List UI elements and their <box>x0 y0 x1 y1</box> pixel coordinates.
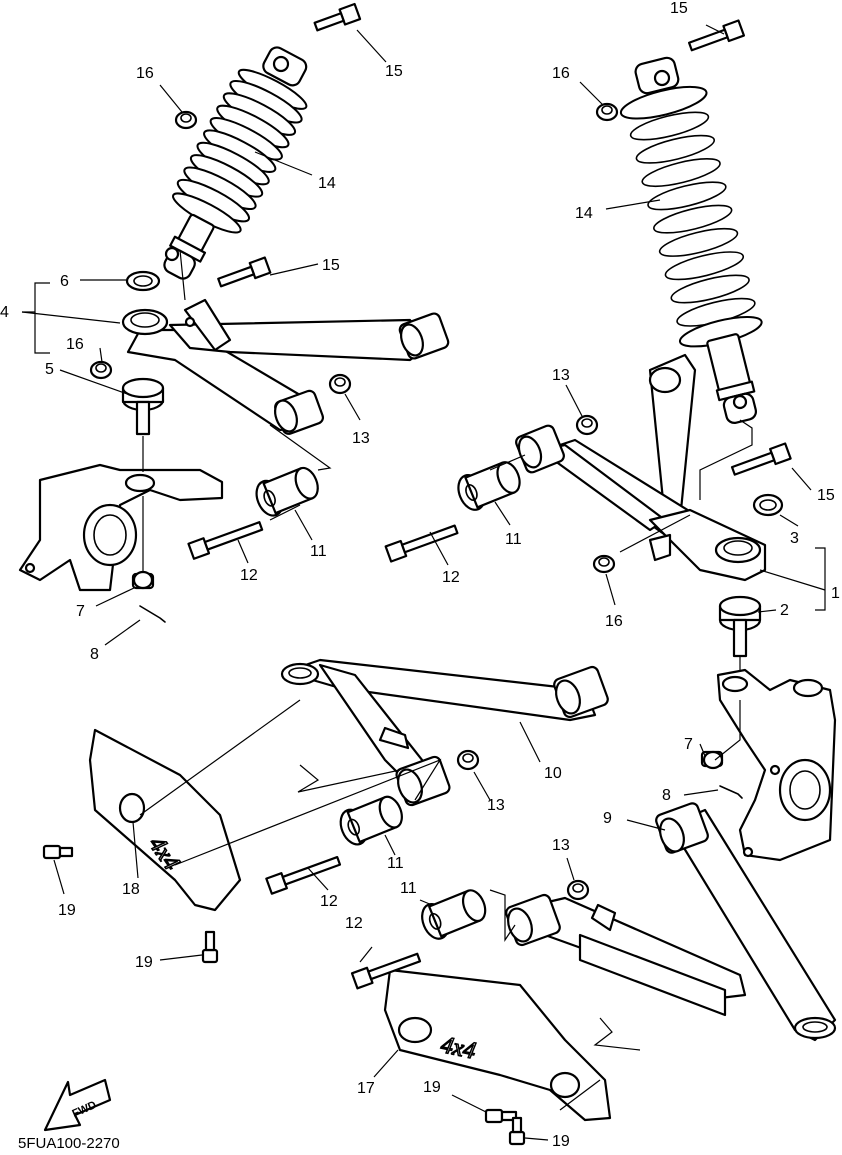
callout-14a: 14 <box>318 175 336 192</box>
callout-4: 4 <box>0 304 9 321</box>
assembly-guide-lines <box>139 249 753 1111</box>
shock-absorber-left <box>163 46 308 280</box>
callout-13c: 13 <box>487 797 505 814</box>
lower-arm-left <box>280 658 609 807</box>
callout-16d: 16 <box>605 613 623 630</box>
ball-joint-left <box>121 377 165 436</box>
callout-16a: 16 <box>136 65 154 82</box>
callout-19b: 19 <box>135 954 153 971</box>
callout-19d: 19 <box>552 1133 570 1150</box>
callout-7b: 7 <box>684 736 693 753</box>
screw-set <box>42 844 526 1146</box>
callout-leaders <box>21 24 826 1141</box>
callout-16c: 16 <box>66 336 84 353</box>
callout-11b: 11 <box>505 531 522 548</box>
callout-15a: 15 <box>385 63 403 80</box>
upper-arm-left <box>121 298 450 435</box>
callout-7a: 7 <box>76 603 85 620</box>
callout-9: 9 <box>603 810 612 827</box>
callout-5: 5 <box>45 361 54 378</box>
callout-13d: 13 <box>552 837 570 854</box>
cotter-pin-set <box>139 605 743 799</box>
forward-direction-arrow: FWD <box>43 1078 112 1132</box>
callout-12d: 12 <box>345 915 363 932</box>
callout-12b: 12 <box>442 569 460 586</box>
callout-13b: 13 <box>552 367 570 384</box>
callout-19c: 19 <box>423 1079 441 1096</box>
upper-arm-right <box>515 353 767 582</box>
callout-1: 1 <box>831 585 840 602</box>
lower-arm-right <box>505 802 837 1042</box>
callout-16b: 16 <box>552 65 570 82</box>
bushing-set <box>255 461 521 940</box>
callout-17: 17 <box>357 1080 375 1097</box>
bolt-set <box>187 2 792 990</box>
callout-12c: 12 <box>320 893 338 910</box>
callout-15b: 15 <box>670 0 688 17</box>
circlip-set <box>125 270 784 517</box>
guard-left: 4x4 <box>88 728 242 912</box>
callout-13a: 13 <box>352 430 370 447</box>
callout-2: 2 <box>780 602 789 619</box>
callout-15c: 15 <box>322 257 340 274</box>
callout-18: 18 <box>122 881 140 898</box>
drawing-code: 5FUA100-2270 <box>18 1135 120 1152</box>
callout-19a: 19 <box>58 902 76 919</box>
callout-11d: 11 <box>400 880 417 897</box>
callout-14b: 14 <box>575 205 593 222</box>
shock-absorber-right <box>619 56 763 424</box>
knuckle-left <box>18 463 224 592</box>
callout-12a: 12 <box>240 567 258 584</box>
callout-8b: 8 <box>662 787 671 804</box>
ball-joint-right <box>718 595 762 658</box>
callout-3: 3 <box>790 530 799 547</box>
callout-10: 10 <box>544 765 562 782</box>
nut-set <box>89 102 724 901</box>
callout-8a: 8 <box>90 646 99 663</box>
callout-11c: 11 <box>387 855 404 872</box>
callout-11a: 11 <box>310 543 327 560</box>
callout-6: 6 <box>60 273 69 290</box>
callout-15d: 15 <box>817 487 835 504</box>
knuckle-right <box>700 668 837 862</box>
guard-right: 4x4 <box>383 968 612 1122</box>
